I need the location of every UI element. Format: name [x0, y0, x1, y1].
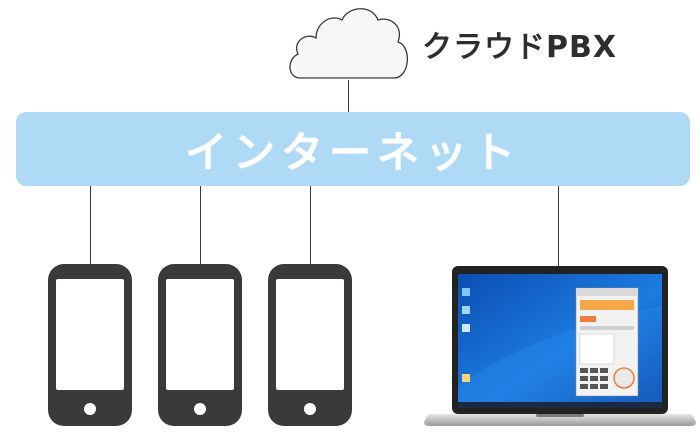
phone-2-connector-line: [200, 186, 201, 264]
cloud-pbx-label: クラウドPBX: [422, 30, 617, 65]
phone-1-connector-line: [90, 186, 91, 264]
smartphone-icon: [158, 264, 242, 426]
home-button-icon: [194, 403, 206, 415]
home-button-icon: [84, 403, 96, 415]
internet-label: インターネット: [184, 127, 521, 177]
laptop-connector-line: [558, 186, 559, 268]
internet-bar: インターネット: [16, 112, 690, 186]
cloud-icon: [286, 4, 412, 82]
cloud-connector-line: [348, 80, 349, 112]
laptop-icon: [424, 266, 696, 432]
smartphone-screen: [166, 279, 234, 390]
smartphone-icon: [268, 264, 352, 426]
phone-3-connector-line: [310, 186, 311, 264]
smartphone-screen: [276, 279, 344, 390]
home-button-icon: [304, 403, 316, 415]
smartphone-icon: [48, 264, 132, 426]
smartphone-screen: [56, 279, 124, 390]
